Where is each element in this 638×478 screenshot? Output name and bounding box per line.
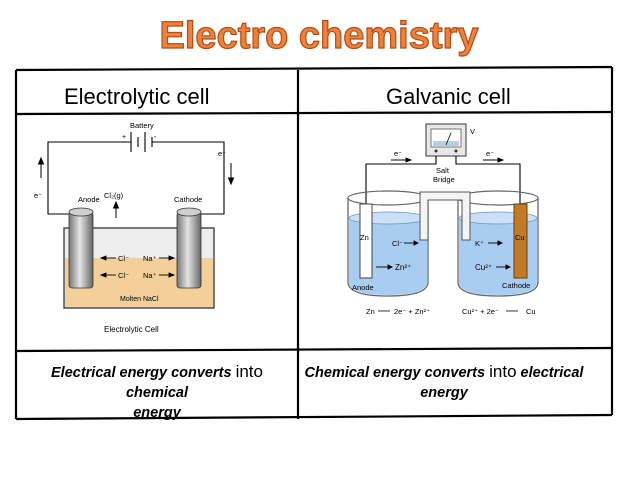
circuit-wire — [365, 156, 521, 204]
cu-electrode-label: Cu — [515, 233, 525, 242]
copper-electrode — [513, 203, 528, 279]
caption-right-line2: energy — [420, 385, 468, 401]
anode-label: Anode — [78, 195, 100, 204]
page-title: Electro chemistry — [0, 8, 638, 60]
voltmeter — [425, 123, 467, 157]
ion-cu: Cu²⁺ — [475, 263, 492, 272]
header-galvanic: Galvanic cell — [386, 84, 511, 109]
battery-label: Battery — [130, 121, 154, 130]
title-text: Electro chemistry — [160, 15, 479, 57]
electron-left: e⁻ — [34, 191, 42, 200]
electron-left: e⁻ — [394, 149, 402, 158]
bridge-label: Bridge — [433, 175, 455, 184]
ion-cl-1: Cl⁻ — [118, 254, 129, 263]
anode-electrode — [68, 207, 94, 289]
ion-zn: Zn²⁺ — [395, 263, 411, 272]
eq-cu: Cu — [526, 307, 536, 316]
ion-cl-2: Cl⁻ — [118, 271, 129, 280]
cathode-label: Cathode — [174, 195, 202, 204]
molten-label: Molten NaCl — [120, 296, 159, 303]
electron-right: e⁻ — [218, 149, 226, 158]
caption-right-pre: Chemical energy converts — [304, 365, 490, 381]
caption-right-into: into — [489, 362, 517, 381]
eq-zn-right: 2e⁻ + Zn²⁺ — [394, 307, 430, 316]
caption-left-into: into — [235, 362, 263, 381]
caption-right-post: electrical — [516, 365, 584, 381]
galvanic-cell-diagram: V e⁻ e⁻ Salt Bridge Zn Cu Cl⁻ K⁺ Zn²⁺ Cu… — [347, 123, 539, 316]
zinc-electrode — [359, 203, 373, 279]
caption-left-pre: Electrical energy converts — [51, 365, 236, 381]
cathode-electrode — [176, 207, 202, 289]
anode-label: Anode — [352, 283, 374, 292]
caption-left-line2: energy — [133, 405, 181, 421]
electrolytic-cell-diagram: Battery + - e⁻ e⁻ Anode Cathode Cl₂(g) — [34, 121, 235, 334]
ion-cl: Cl⁻ — [392, 239, 403, 248]
battery-minus: - — [154, 134, 157, 141]
eq-cu-left: Cu²⁺ + 2e⁻ — [462, 307, 499, 316]
salt-label: Salt — [436, 166, 450, 175]
header-electrolytic: Electrolytic cell — [64, 84, 210, 109]
ion-k: K⁺ — [475, 239, 484, 248]
eq-zn: Zn — [366, 307, 375, 316]
caption-galvanic: Chemical energy converts into electrical… — [302, 362, 586, 403]
ion-na-2: Na⁺ — [143, 271, 157, 280]
diagram-caption: Electrolytic Cell — [104, 325, 159, 334]
voltmeter-label: V — [470, 127, 475, 136]
electron-right: e⁻ — [486, 149, 494, 158]
battery-plus: + — [122, 134, 126, 141]
caption-left-post: chemical — [125, 385, 189, 401]
caption-electrolytic: Electrical energy converts into chemical… — [18, 362, 296, 423]
cathode-label: Cathode — [502, 281, 530, 290]
chlorine-gas-label: Cl₂(g) — [104, 191, 124, 200]
zn-electrode-label: Zn — [360, 233, 369, 242]
ion-na-1: Na⁺ — [143, 254, 157, 263]
salt-bridge — [419, 191, 471, 241]
